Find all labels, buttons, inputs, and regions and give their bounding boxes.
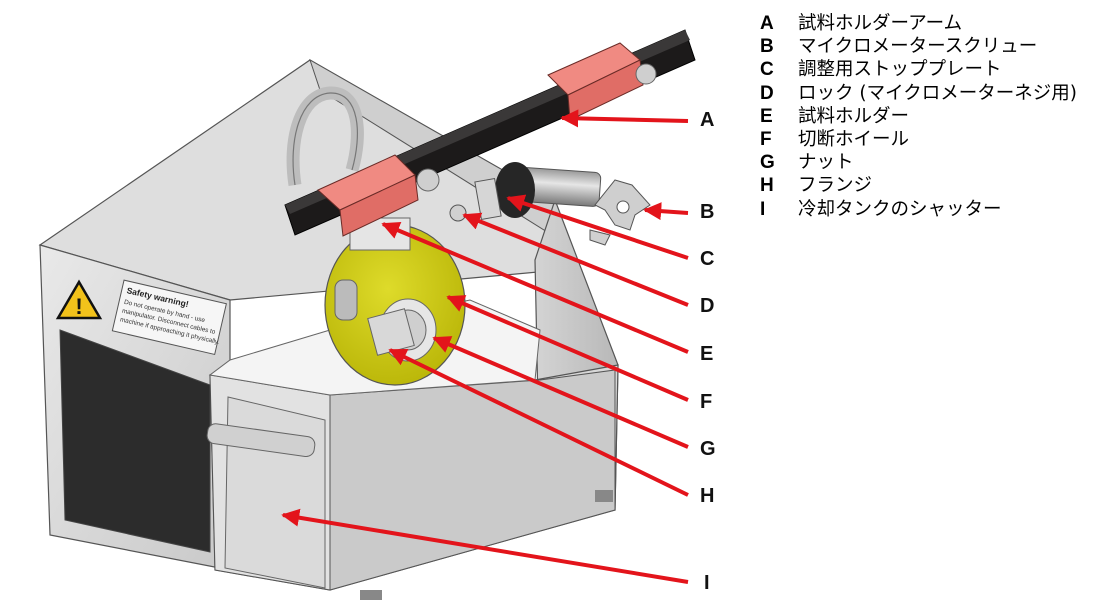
callout-f: F: [700, 391, 713, 413]
legend-letter: I: [760, 198, 766, 220]
callout-c: C: [700, 248, 715, 270]
legend-text: 試料ホルダーアーム: [798, 13, 963, 34]
legend-text: フランジ: [798, 175, 873, 197]
legend-text: 切断ホイール: [798, 129, 910, 151]
callout-arrows: [281, 109, 689, 584]
arrow-f: [446, 295, 689, 402]
callout-b: B: [700, 201, 715, 223]
arrow-a: [560, 109, 689, 128]
callout-i: I: [704, 572, 710, 594]
arrow-i: [281, 508, 689, 584]
legend-letter: B: [760, 36, 774, 58]
callout-d: D: [700, 295, 715, 317]
legend-item-f: F 切断ホイール: [760, 128, 1090, 151]
specimen-holder-arm: [284, 29, 696, 237]
legend-text: 試料ホルダー: [798, 105, 910, 127]
arrow-g: [432, 336, 689, 449]
micrometer-screw: [495, 162, 651, 246]
parts-legend: A 試料ホルダーアーム B マイクロメータースクリュー C 調整用ストッププレー…: [760, 12, 1090, 221]
legend-text: マイクロメータースクリュー: [798, 36, 1038, 58]
arrow-b: [643, 202, 689, 221]
legend-item-d: D ロック (マイクロメーターネジ用): [760, 82, 1090, 105]
legend-letter: E: [760, 105, 773, 127]
legend-item-e: E 試料ホルダー: [760, 105, 1090, 128]
legend-item-i: I 冷却タンクのシャッター: [760, 198, 1090, 221]
legend-letter: G: [760, 152, 775, 174]
callout-e: E: [700, 343, 714, 365]
arrow-d: [462, 212, 689, 307]
legend-item-a: A 試料ホルダーアーム: [760, 12, 1090, 35]
arrow-c: [506, 194, 689, 260]
legend-letter: F: [760, 129, 772, 151]
legend-letter: D: [760, 82, 774, 104]
legend-text: ロック (マイクロメーターネジ用): [798, 82, 1077, 104]
legend-letter: H: [760, 175, 774, 197]
callout-g: G: [700, 438, 716, 460]
legend-text: 冷却タンクのシャッター: [798, 198, 1002, 220]
callout-h: H: [700, 485, 715, 507]
arrow-e: [381, 221, 689, 354]
stop-plate: [449, 177, 502, 222]
legend-item-b: B マイクロメータースクリュー: [760, 35, 1090, 58]
arrow-h: [388, 348, 689, 497]
legend-item-h: H フランジ: [760, 174, 1090, 197]
legend-item-g: G ナット: [760, 151, 1090, 174]
legend-text: 調整用ストッププレート: [798, 59, 1002, 81]
legend-letter: C: [760, 59, 774, 81]
callout-a: A: [700, 109, 715, 131]
legend-text: ナット: [798, 152, 854, 174]
legend-item-c: C 調整用ストッププレート: [760, 58, 1090, 81]
legend-letter: A: [760, 13, 774, 34]
svg-text:!: !: [75, 294, 82, 319]
